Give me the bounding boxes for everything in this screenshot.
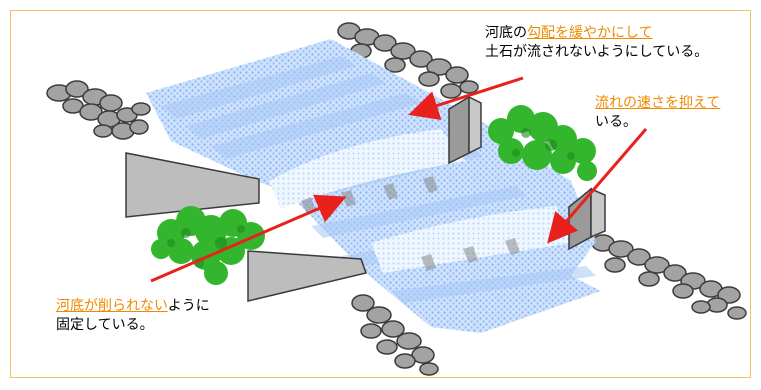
stones-upper-left — [46, 80, 151, 140]
annotation-bottom-left-highlight: 河底が削られない — [56, 298, 168, 314]
foam-step-2 — [371, 206, 571, 273]
foam-step-1 — [269, 129, 466, 209]
annotation-bottom-left-line2: 固定している。 — [56, 317, 154, 333]
step-shadows — [301, 176, 520, 271]
annotation-bottom-left: 河底が削られないように 固定している。 — [56, 297, 210, 335]
weir-right-lower-face — [590, 187, 606, 239]
diagram-frame: 河底の勾配を緩やかにして 土石が流されないようにしている。 流れの速さを抑えて … — [10, 10, 751, 378]
shrub-icon — [151, 105, 597, 285]
weir-left-upper — [125, 152, 260, 218]
annotation-right-line2: いる。 — [595, 114, 637, 130]
gabion-stones-icon — [46, 22, 747, 376]
weir-right-upper — [448, 95, 470, 165]
shrub-right-dark — [512, 128, 575, 160]
stones-lower-center — [351, 294, 439, 376]
annotation-bottom-left-suffix: ように — [167, 298, 210, 314]
arrow-right — [547, 128, 648, 244]
annotation-right-highlight: 流れの速さを抑えて — [595, 95, 721, 111]
annotation-top: 河底の勾配を緩やかにして 土石が流されないようにしている。 — [485, 24, 708, 62]
weir-right-upper-face — [468, 95, 482, 155]
weir-left-lower — [247, 250, 367, 302]
arrow-top — [408, 76, 524, 120]
stones-upper-right — [337, 22, 479, 99]
arrow-bottom-left — [150, 194, 347, 283]
annotation-top-prefix: 河底の — [485, 25, 527, 41]
annotation-bottom-left-line1: 河底が削られないように — [56, 297, 210, 316]
check-dam-illustration — [46, 22, 747, 376]
annotation-top-highlight: 勾配を緩やかにして — [527, 25, 653, 41]
annotation-top-line2: 土石が流されないようにしている。 — [485, 44, 709, 60]
shrub-left-dark — [167, 225, 245, 268]
annotation-arrows — [150, 76, 648, 283]
annotation-right: 流れの速さを抑えて いる。 — [595, 94, 720, 132]
shrub-right — [488, 105, 597, 181]
stones-lower-right — [591, 234, 747, 320]
annotation-top-line1: 河底の勾配を緩やかにして — [485, 24, 708, 43]
